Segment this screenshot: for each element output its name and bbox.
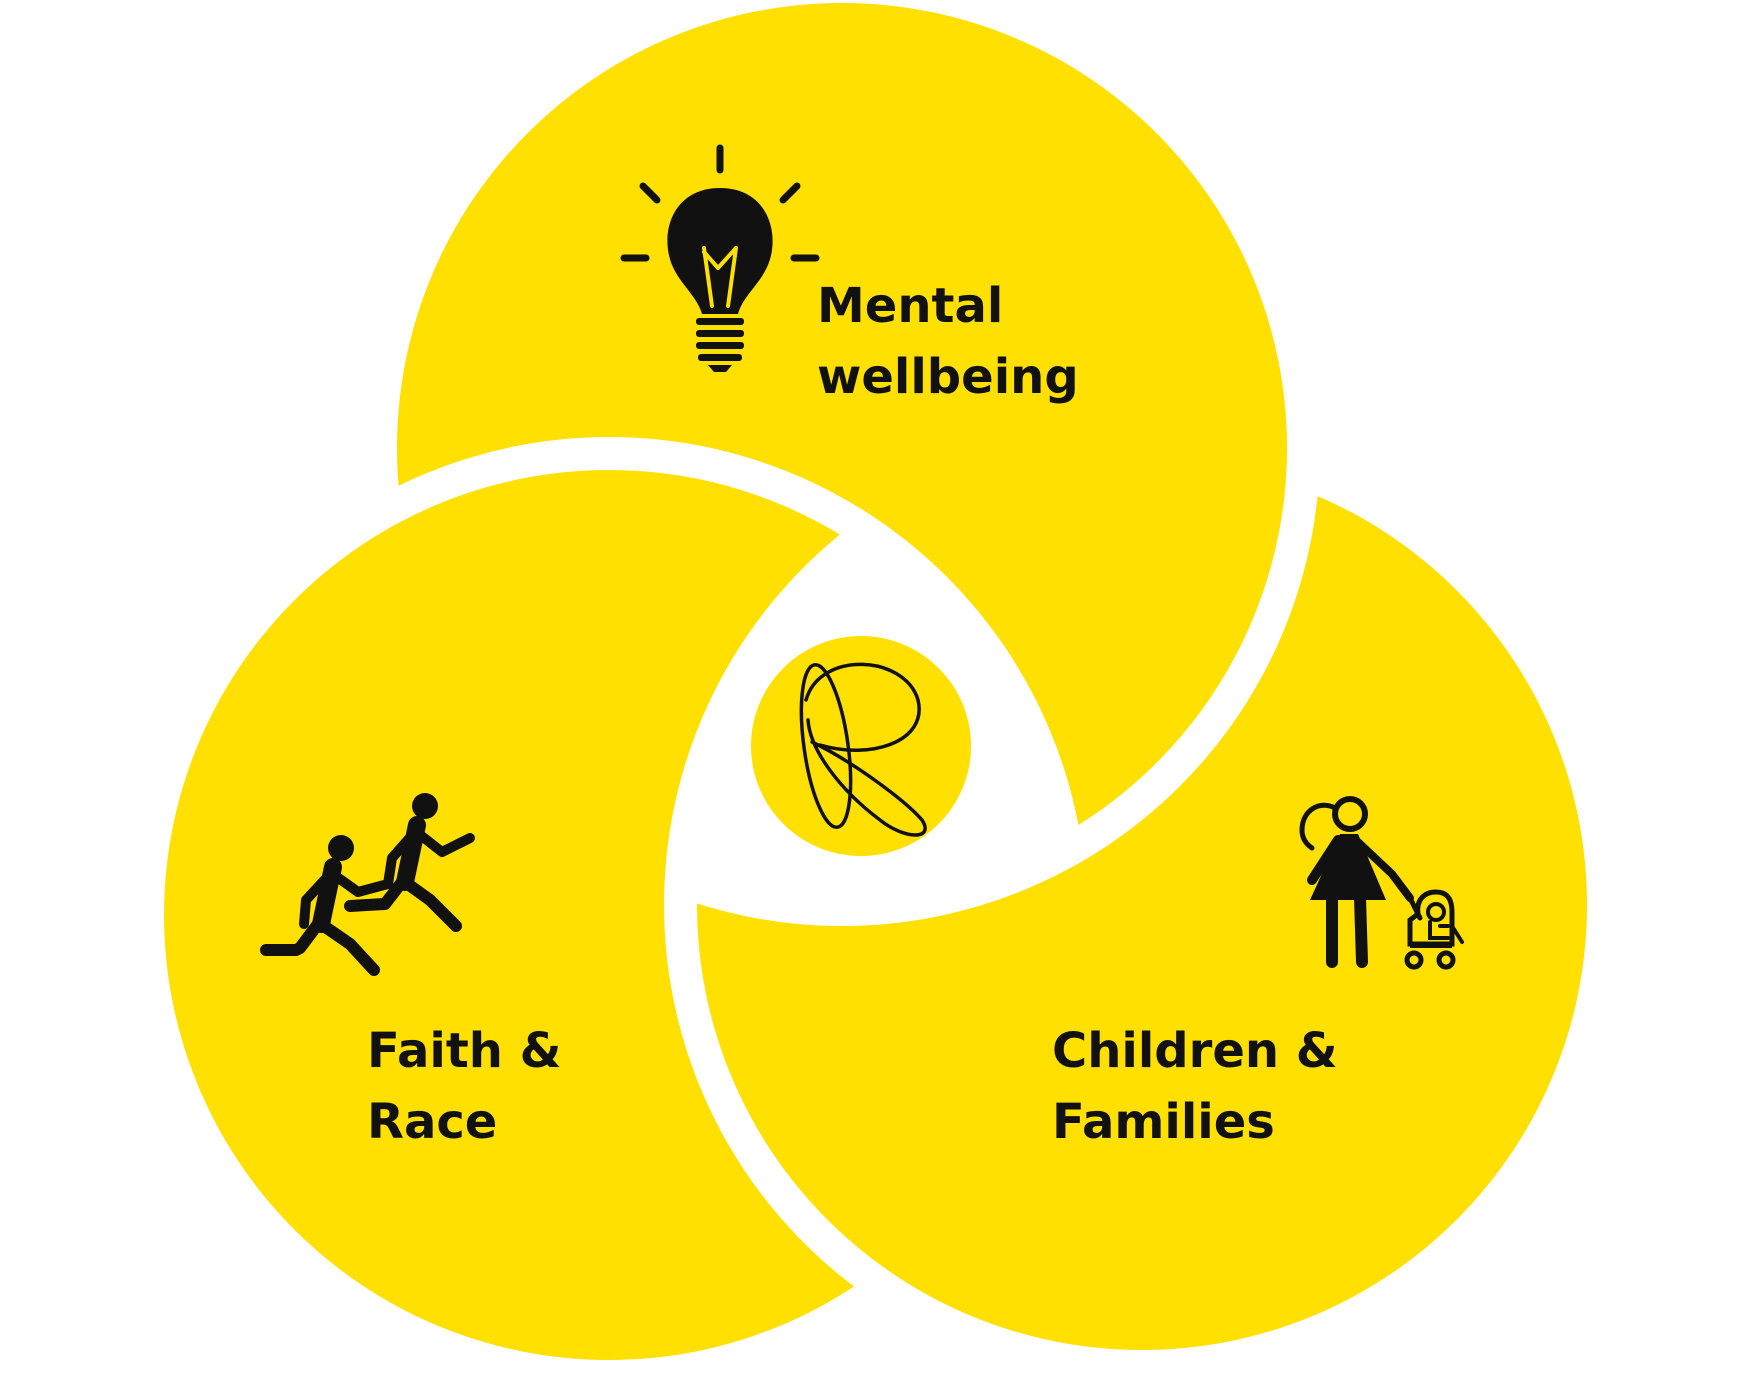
label-children-line1: Children & <box>1052 1023 1338 1079</box>
running-people-icon <box>260 793 475 976</box>
label-mental-line2: wellbeing <box>817 349 1079 405</box>
label-mental-line1: Mental <box>817 278 1003 334</box>
center-badge <box>751 636 971 856</box>
label-faith-line2: Race <box>367 1094 497 1150</box>
r-logo-icon <box>799 662 927 837</box>
lightbulb-icon <box>620 144 820 372</box>
parent-with-stroller-icon <box>1299 796 1464 970</box>
label-faith-line1: Faith & <box>367 1023 562 1079</box>
label-children-line2: Families <box>1052 1094 1275 1150</box>
